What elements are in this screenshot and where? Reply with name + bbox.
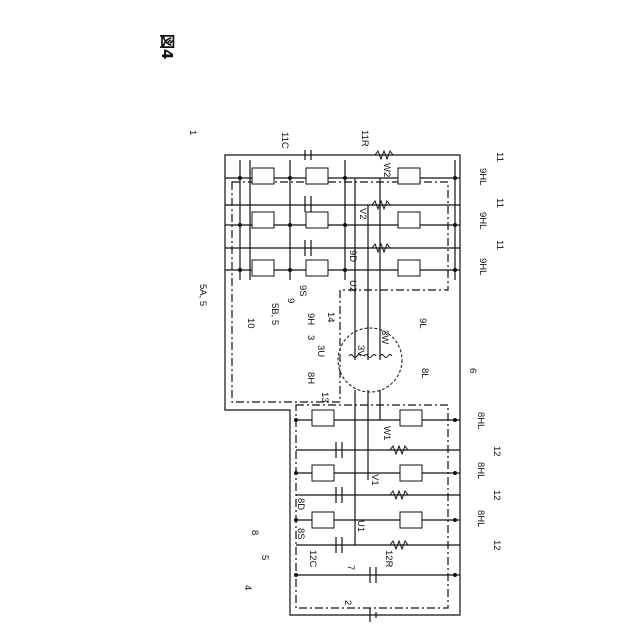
label-9hl-b: 9HL [477,212,488,229]
label-12b: 12 [491,490,502,501]
label-11r: 11R [359,130,370,147]
switch-module-lower [312,410,422,528]
label-8hl-b: 8HL [475,462,486,479]
resistor-12r [390,446,408,549]
label-11b: 11 [494,198,505,208]
label-9hl-c: 9HL [477,258,488,275]
motor-3 [338,328,402,392]
label-12c-right: 12 [491,540,502,551]
label-8hl-c: 8HL [475,510,486,527]
label-u2: U2 [347,280,358,292]
label-3v: 3V [355,345,366,357]
capacitor-12c [336,442,376,583]
region-lower-boundary [296,405,448,608]
label-layer: 1 11C 11R 11 11 11 9HL 9HL 9HL W2 V2 9D … [187,130,505,605]
label-9hl-a: 9HL [477,168,488,185]
label-w1: W1 [381,426,392,440]
label-5a-5: 5A, 5 [197,284,208,306]
label-11a: 11 [494,152,505,162]
label-3u: 3U [315,345,326,357]
label-u1: U1 [355,520,366,532]
capacitor-11c [305,150,311,256]
label-13: 13 [319,392,330,403]
label-1: 1 [187,130,198,135]
label-4: 4 [242,585,253,590]
figure-title: 図4 [158,34,176,59]
label-9h: 9H [305,313,316,325]
label-5b-5: 5B, 5 [269,303,280,325]
label-10: 10 [245,318,256,329]
label-8h: 8H [305,372,316,384]
label-8hl-a: 8HL [475,412,486,429]
label-8l: 8L [419,368,430,379]
label-v1: V1 [369,474,380,486]
label-6: 6 [467,368,478,373]
label-9d: 9D [347,250,358,262]
label-9: 9 [285,298,296,303]
label-9l: 9L [417,318,428,329]
label-8d: 8D [295,498,306,510]
label-7: 7 [345,565,356,570]
label-5: 5 [259,555,270,560]
label-3: 3 [305,335,316,340]
label-12a: 12 [491,446,502,457]
label-3w: 3W [379,330,390,344]
switch-module-upper [252,168,420,276]
label-11c-right: 11 [494,240,505,250]
label-2: 2 [342,600,353,605]
label-8s: 8S [295,528,306,540]
label-8: 8 [249,530,260,535]
label-11c: 11C [279,132,290,149]
label-14: 14 [325,312,336,323]
label-w2: W2 [381,163,392,177]
label-12r: 12R [383,550,394,568]
label-v2: V2 [357,208,368,220]
label-12c: 12C [307,550,318,568]
label-9s: 9S [297,285,308,297]
